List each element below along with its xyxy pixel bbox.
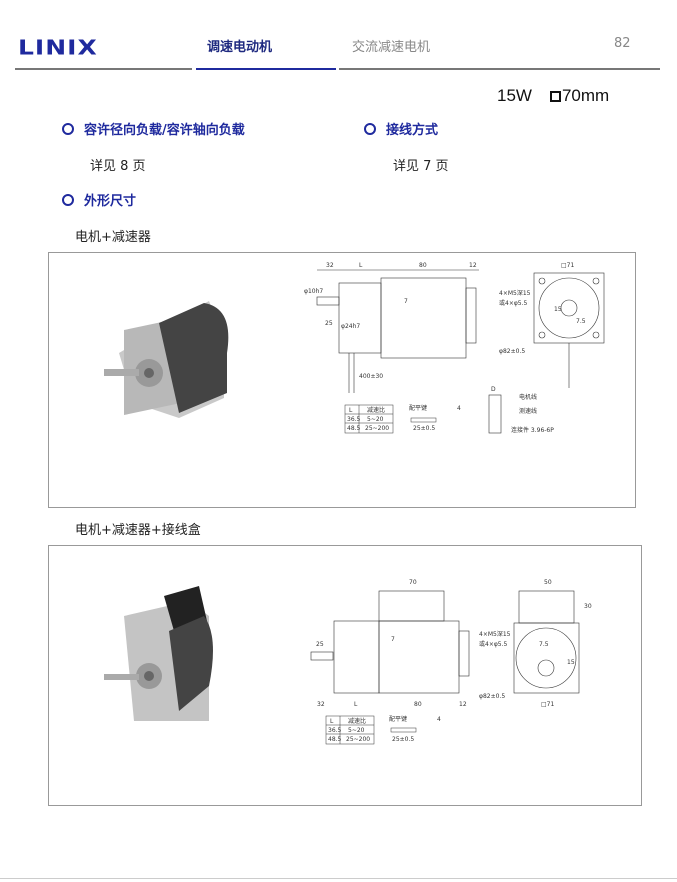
header-rule bbox=[15, 68, 192, 70]
power-rating: 15W bbox=[497, 86, 532, 105]
dim-12: 12 bbox=[459, 701, 467, 708]
table-cell: 36.5 bbox=[347, 416, 361, 423]
section-title: 外形尺寸 bbox=[84, 194, 137, 209]
key-label: 配平键 bbox=[409, 404, 427, 412]
tab-ac-gear-motor[interactable]: 交流减速电机 bbox=[352, 40, 431, 55]
dim-50: 50 bbox=[544, 579, 552, 586]
table-header: L bbox=[349, 407, 353, 414]
dim-70: 70 bbox=[409, 579, 417, 586]
dim-l: L bbox=[359, 262, 363, 269]
circle-bullet-icon bbox=[62, 193, 74, 206]
dim-80: 80 bbox=[414, 701, 422, 708]
figure-motor-gearbox-terminal-box: 70 50 30 32 L 80 12 25 7 □71 4×M5深15 或4×… bbox=[48, 545, 642, 806]
key-width: 4 bbox=[457, 405, 461, 412]
linix-logo: LINIX bbox=[18, 35, 98, 60]
header-rule bbox=[339, 68, 660, 70]
circle-bullet-icon bbox=[364, 122, 376, 135]
key-length: 25±0.5 bbox=[392, 736, 414, 743]
table-cell: 36.5 bbox=[328, 727, 342, 734]
dim-pcd: φ82±0.5 bbox=[479, 693, 505, 700]
table-cell: 5~20 bbox=[367, 416, 384, 423]
section-title: 容许径向负载/容许轴向负载 bbox=[84, 123, 245, 138]
dim-7-5: 7.5 bbox=[539, 641, 549, 648]
section-wiring: 接线方式 bbox=[364, 119, 438, 138]
section-dimensions: 外形尺寸 bbox=[62, 190, 136, 209]
dim-square: □71 bbox=[561, 262, 574, 269]
dim-25: 25 bbox=[316, 641, 324, 648]
table-cell: 5~20 bbox=[348, 727, 365, 734]
figure-drawing: 70 50 30 32 L 80 12 25 7 □71 4×M5深15 或4×… bbox=[104, 579, 592, 745]
section-load: 容许径向负载/容许轴向负载 bbox=[62, 119, 245, 138]
dim-pcd: φ82±0.5 bbox=[499, 348, 525, 355]
dim-15: 15 bbox=[554, 306, 562, 313]
dim-12: 12 bbox=[469, 262, 477, 269]
dim-32: 32 bbox=[326, 262, 334, 269]
key-width: 4 bbox=[437, 716, 441, 723]
tab-speed-control-motor[interactable]: 调速电动机 bbox=[207, 40, 273, 55]
motor-photo bbox=[104, 301, 229, 418]
table-cell: 48.5 bbox=[347, 425, 361, 432]
dim-7: 7 bbox=[404, 298, 408, 305]
table-header: 减速比 bbox=[367, 406, 385, 414]
dim-l: L bbox=[354, 701, 358, 708]
dim-15: 15 bbox=[567, 659, 575, 666]
motor-photo bbox=[104, 586, 213, 721]
table-header: L bbox=[330, 718, 334, 725]
dim-holes-alt: 或4×φ5.5 bbox=[499, 299, 528, 307]
key-length: 25±0.5 bbox=[413, 425, 435, 432]
dim-7: 7 bbox=[391, 636, 395, 643]
square-frame-icon bbox=[549, 91, 561, 102]
figure-motor-gearbox: 32 L 80 12 25 7 400±30 φ10h7 φ24h7 □71 4… bbox=[48, 252, 636, 508]
ratio-table: L 减速比 36.5 5~20 48.5 25~200 bbox=[325, 715, 375, 745]
dim-shaft: φ10h7 bbox=[304, 288, 323, 295]
footer-rule bbox=[0, 878, 677, 879]
table-cell: 25~200 bbox=[346, 736, 370, 743]
table-cell: 48.5 bbox=[328, 736, 342, 743]
table-header: 减速比 bbox=[348, 717, 366, 725]
dim-square: □71 bbox=[541, 701, 554, 708]
side-view bbox=[316, 269, 605, 393]
frame-size: 70mm bbox=[561, 86, 610, 105]
dim-30: 30 bbox=[584, 603, 592, 610]
section-note: 详见 8 页 bbox=[90, 159, 146, 174]
side-view bbox=[310, 590, 580, 694]
dim-25: 25 bbox=[325, 320, 333, 327]
section-note: 详见 7 页 bbox=[393, 159, 449, 174]
wiring-connector: D 电机线 测速线 连接件 3.96-6P bbox=[488, 386, 554, 434]
dim-holes: 4×M5深15 bbox=[479, 630, 511, 638]
ratio-table: L 减速比 36.5 5~20 48.5 25~200 bbox=[344, 404, 394, 434]
key-label: 配平键 bbox=[389, 715, 407, 723]
dim-400: 400±30 bbox=[359, 373, 383, 380]
connector-title: D bbox=[491, 386, 496, 393]
section-title: 接线方式 bbox=[386, 123, 439, 138]
wire-label: 测速线 bbox=[519, 407, 537, 415]
wire-label: 电机线 bbox=[519, 393, 537, 401]
spec-heading: 15W 70mm bbox=[497, 86, 609, 106]
circle-bullet-icon bbox=[62, 122, 74, 135]
figure-caption: 电机+减速器 bbox=[75, 230, 151, 245]
wire-label: 连接件 3.96-6P bbox=[511, 426, 554, 434]
dim-holes: 4×M5深15 bbox=[499, 289, 531, 297]
page-number: 82 bbox=[614, 36, 631, 51]
dim-32: 32 bbox=[317, 701, 325, 708]
dim-pilot: φ24h7 bbox=[341, 323, 360, 330]
active-tab-underline bbox=[196, 68, 336, 70]
figure-drawing: 32 L 80 12 25 7 400±30 φ10h7 φ24h7 □71 4… bbox=[104, 262, 605, 434]
figure-caption: 电机+减速器+接线盒 bbox=[75, 523, 201, 538]
table-cell: 25~200 bbox=[365, 425, 389, 432]
dim-80: 80 bbox=[419, 262, 427, 269]
dim-holes-alt: 或4×φ5.5 bbox=[479, 640, 508, 648]
dim-7-5: 7.5 bbox=[576, 318, 586, 325]
